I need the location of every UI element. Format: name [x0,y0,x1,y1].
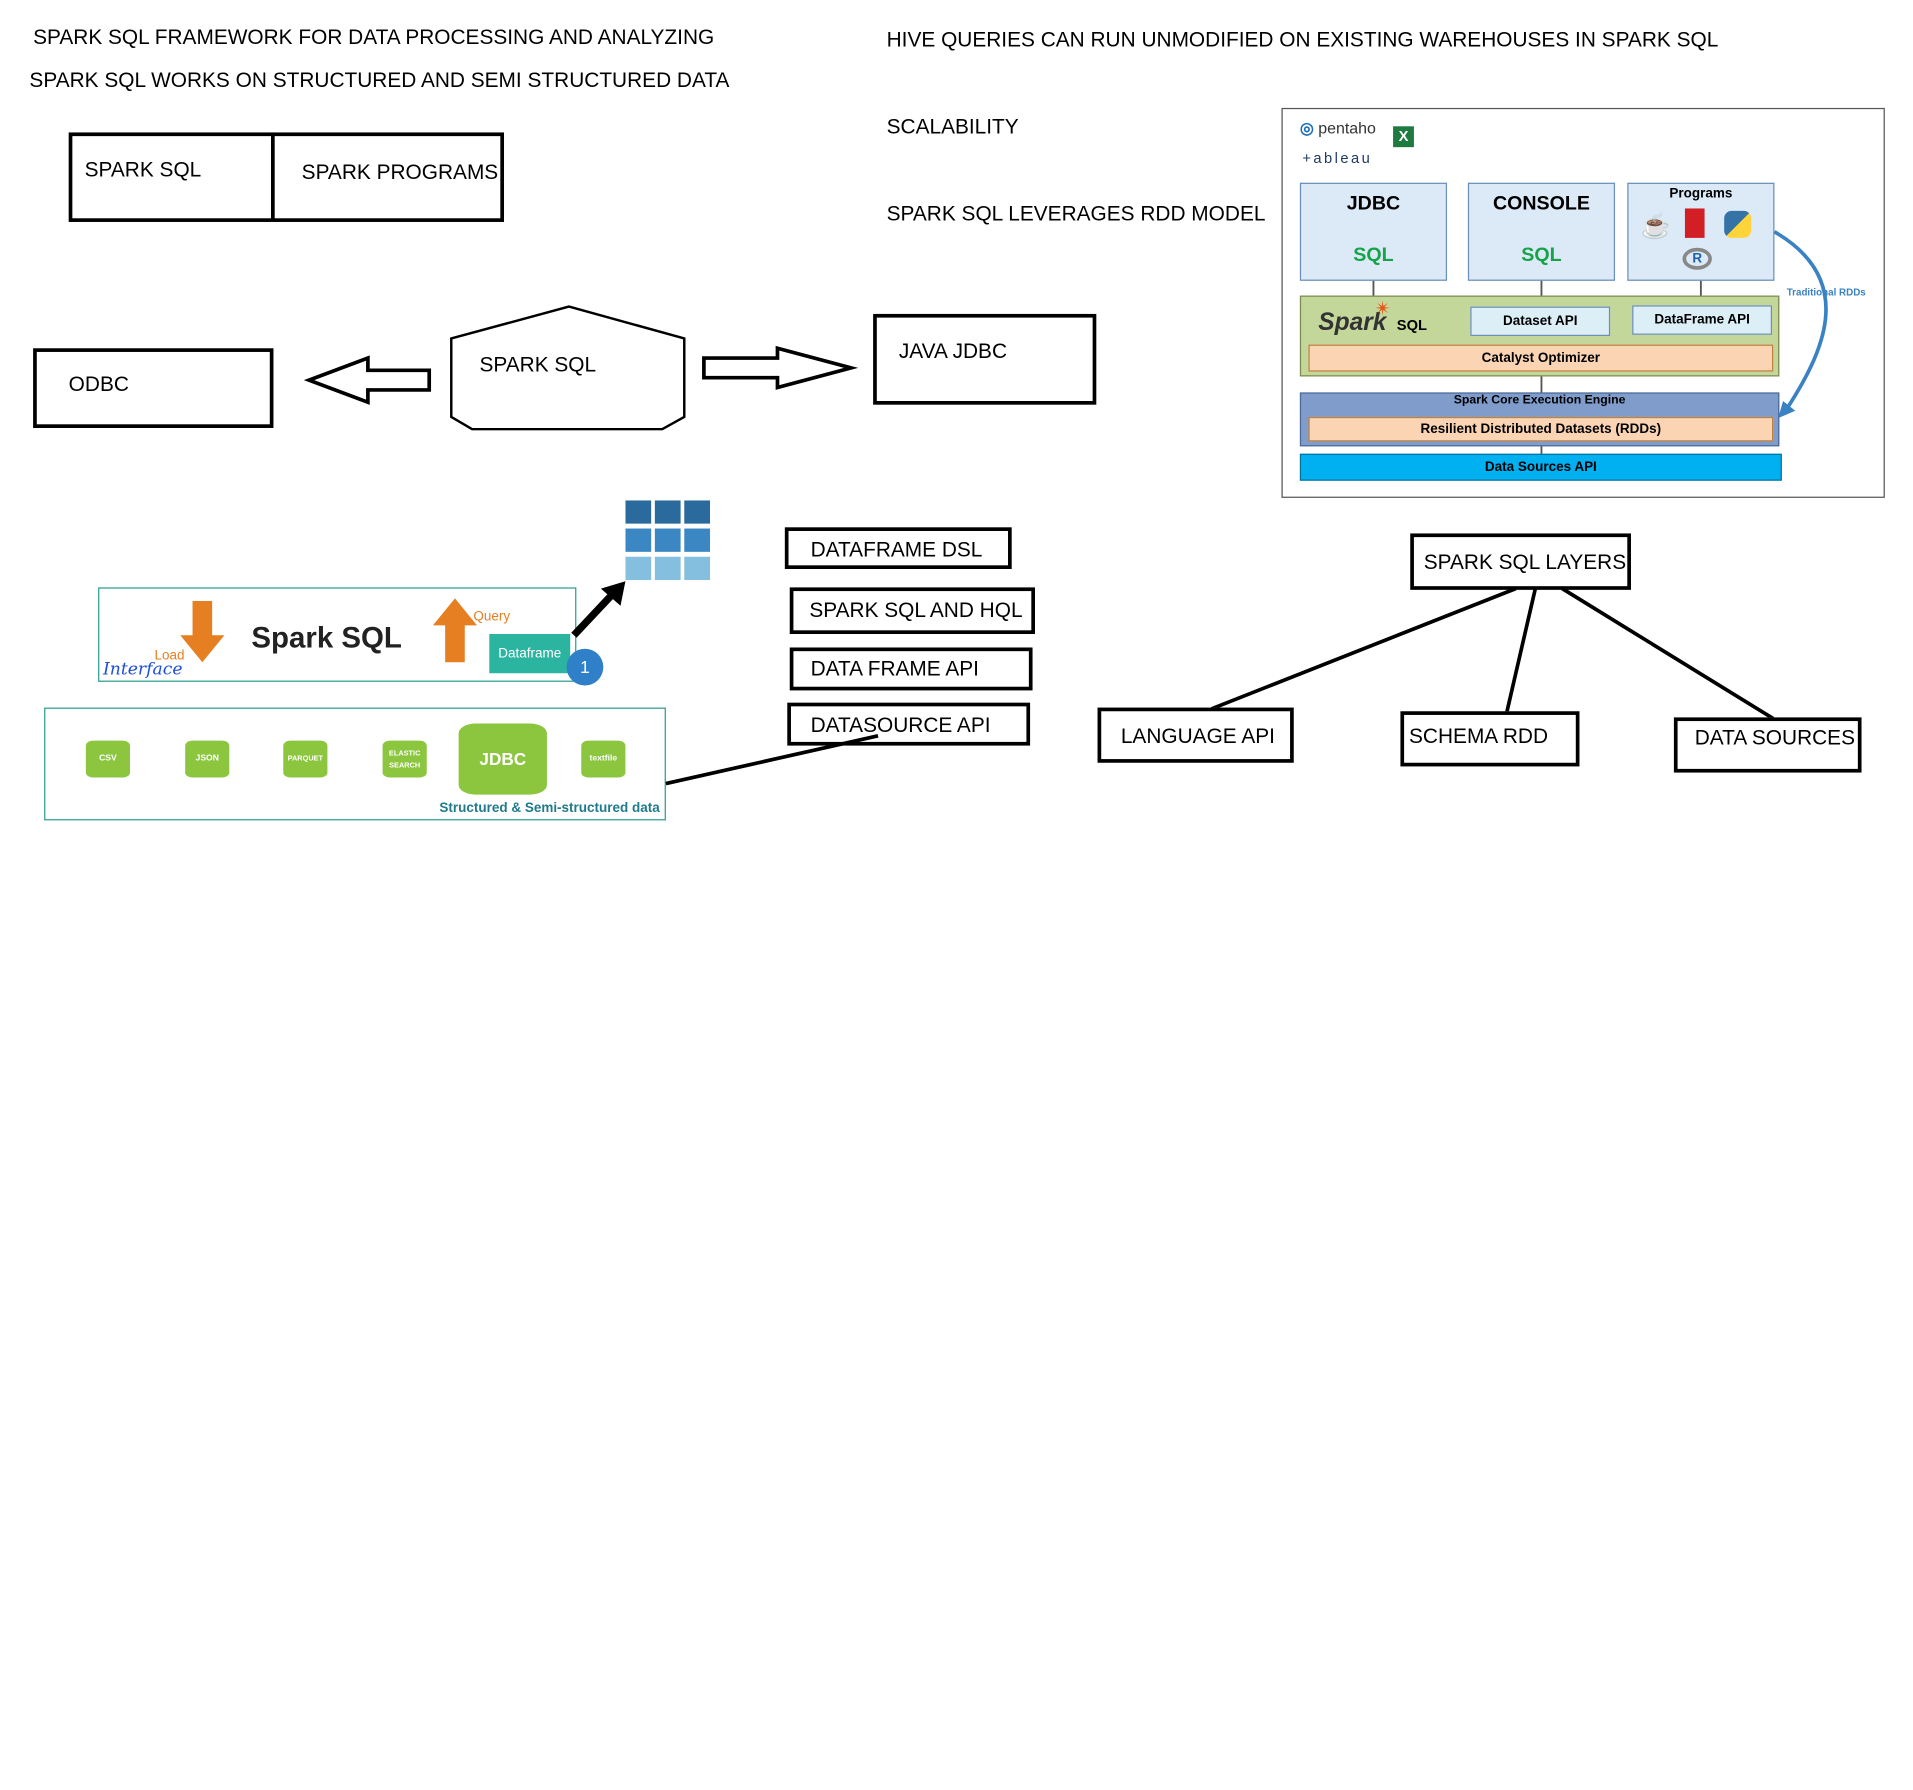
note-structured: SPARK SQL WORKS ON STRUCTURED AND SEMI S… [29,68,730,92]
hexagon-cut [448,430,695,442]
dataset-api-chip: Dataset API [1470,306,1611,337]
spark-programs-box: SPARK PROGRAMS [271,132,505,222]
note-hive: HIVE QUERIES CAN RUN UNMODIFIED ON EXIST… [886,28,1719,52]
spark-sql-box-label: SPARK SQL [84,158,202,182]
query-label: Query [473,609,511,625]
elastic-search-cylinder: ELASTIC SEARCH [382,740,427,778]
python-icon [1724,210,1752,238]
programs-panel-title: Programs [1669,186,1733,202]
catalyst-optimizer-bar: Catalyst Optimizer [1308,344,1774,372]
console-panel-sql: SQL [1521,245,1562,267]
jdbc-panel-title: JDBC [1346,193,1401,215]
java-jdbc-label: JAVA JDBC [898,339,1008,363]
layer-box-language-api: LANGUAGE API [1097,707,1294,763]
tableau-logo: +ableau [1302,149,1373,167]
left-arrow [303,355,432,405]
spark-logo: Spark [1318,309,1387,337]
output-arrow-icon [571,581,626,638]
api-label-spark-sql-hql: SPARK SQL AND HQL [809,598,1023,622]
data-sources-api-bar: Data Sources API [1299,453,1782,481]
dataframe-api-chip: DataFrame API [1632,305,1773,335]
spark-star-icon: ✴ [1374,299,1392,321]
spark-sql-interface-box: Load Interface Spark SQL Query Dataframe [98,587,577,682]
query-arrow-icon [432,598,478,663]
pentaho-text: pentaho [1318,118,1376,138]
pentaho-logo: ◎ pentaho [1300,119,1376,139]
interface-label: Interface [103,659,183,680]
textfile-cylinder: textfile [581,740,626,778]
api-label-data-frame-api: DATA FRAME API [810,657,979,681]
spark-sql-title: Spark SQL [251,621,402,655]
spark-core-label: Spark Core Execution Engine [1453,393,1626,408]
load-label: Load [154,648,185,664]
datasource-link-line [665,733,879,786]
java-jdbc-box: JAVA JDBC [873,313,1097,405]
right-arrow [702,345,859,390]
jdbc-panel: JDBC SQL [1299,182,1448,281]
layer-box-data-sources: DATA SOURCES [1673,717,1862,773]
note-rdd-model: SPARK SQL LEVERAGES RDD MODEL [886,202,1266,226]
json-cylinder: JSON [185,740,230,778]
note-scalability: SCALABILITY [886,115,1019,139]
data-sources-caption: Structured & Semi-structured data [439,800,660,816]
excel-icon: X [1393,126,1414,148]
dataframe-chip: Dataframe [489,633,571,674]
load-arrow-icon [180,600,225,663]
traditional-rdds-arrow [1773,230,1828,412]
csv-cylinder: CSV [85,740,130,778]
step-badge: 1 [566,648,604,686]
layer-box-schema-rdd: SCHEMA RDD [1400,711,1580,767]
hexagon-label: SPARK SQL [479,353,597,377]
jdbc-panel-sql: SQL [1353,245,1394,267]
odbc-box: ODBC [33,348,274,428]
table-grid-icon [625,500,711,581]
odbc-label: ODBC [68,372,129,397]
traditional-rdds-label: Traditional RDDs [1786,286,1866,298]
pentaho-swirl-icon: ◎ [1299,118,1314,138]
architecture-figure: ◎ pentaho X +ableau JDBC SQL CONSOLE SQL… [1281,107,1885,498]
data-sources-box: CSV JSON PARQUET ELASTIC SEARCH JDBC tex… [44,707,666,821]
layers-tree-lines [1210,586,1775,721]
java-icon: ☕ [1640,213,1672,241]
api-box-data-frame-api: DATA FRAME API [789,647,1033,691]
spark-core-layer: Spark Core Execution Engine Resilient Di… [1299,392,1780,447]
api-box-datasource-api: DATASOURCE API [787,702,1031,746]
spark-sql-layer: Spark ✴ SQL Dataset API DataFrame API Ca… [1299,295,1780,377]
spark-programs-box-label: SPARK PROGRAMS [301,160,499,184]
api-label-dataframe-dsl: DATAFRAME DSL [810,538,983,562]
api-box-dataframe-dsl: DATAFRAME DSL [784,527,1012,570]
parquet-cylinder: PARQUET [283,740,328,778]
jdbc-cylinder: JDBC [458,723,547,795]
connectivity-shapes [303,305,859,442]
rdd-bar: Resilient Distributed Datasets (RDDs) [1308,416,1774,442]
api-label-datasource-api: DATASOURCE API [810,713,991,738]
layers-root-box: SPARK SQL LAYERS [1410,533,1631,590]
layer-label-language-api: LANGUAGE API [1120,724,1275,749]
console-panel-title: CONSOLE [1492,193,1590,215]
scala-icon [1684,208,1705,238]
layers-root-label: SPARK SQL LAYERS [1423,550,1627,574]
spark-sql-box: SPARK SQL [68,132,275,222]
layer-label-schema-rdd: SCHEMA RDD [1409,724,1549,749]
spark-sql-hexagon [450,305,686,431]
note-framework: SPARK SQL FRAMEWORK FOR DATA PROCESSING … [33,25,715,50]
console-panel: CONSOLE SQL [1467,182,1616,281]
spark-sql-layer-label: SQL [1396,316,1428,334]
r-icon: R [1682,247,1712,270]
traditional-rdds-arrowhead [1778,401,1796,419]
programs-panel: Programs ☕ R [1627,182,1775,281]
api-box-spark-sql-hql: SPARK SQL AND HQL [789,587,1035,634]
layer-label-data-sources: DATA SOURCES [1694,725,1855,750]
